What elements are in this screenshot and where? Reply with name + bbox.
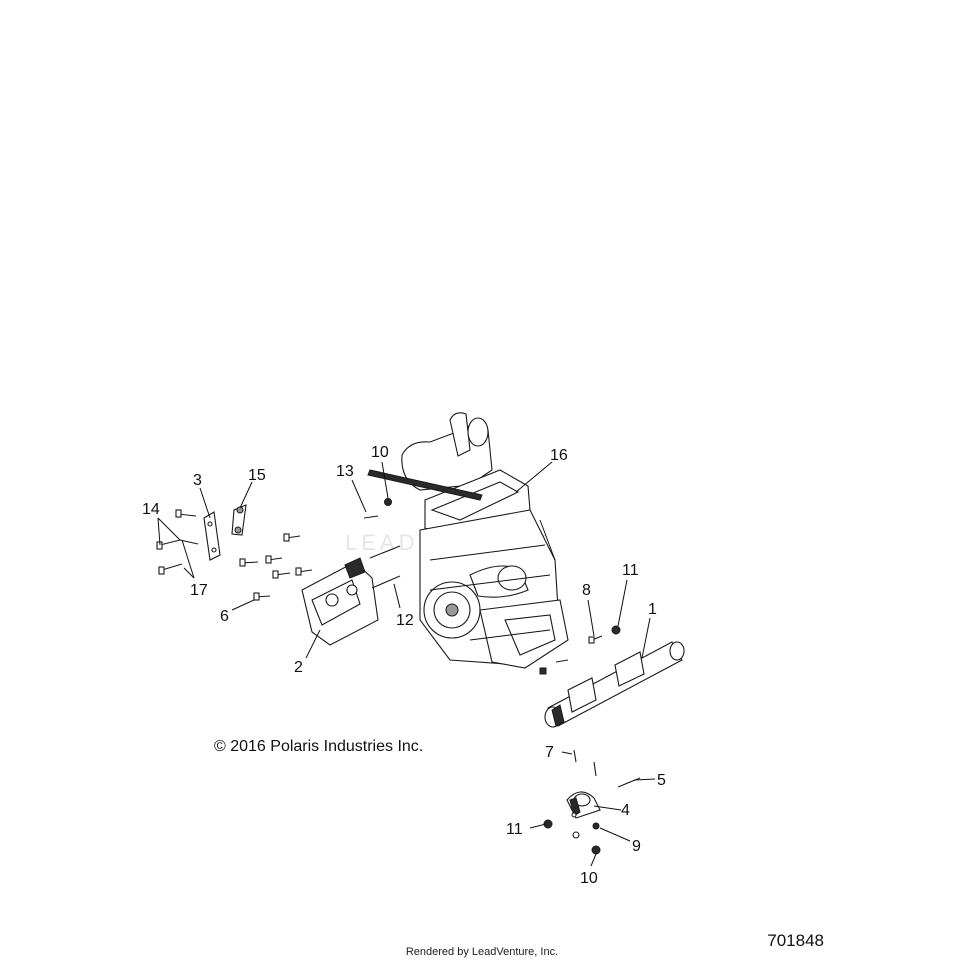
callout-2: 2 <box>294 659 303 676</box>
callout-labels: 1 2 3 4 5 6 7 8 9 10 10 11 11 12 13 14 1… <box>142 444 666 887</box>
callout-4: 4 <box>621 802 630 819</box>
callout-14: 14 <box>142 501 160 518</box>
callout-10-lower: 10 <box>580 870 598 887</box>
callout-13: 13 <box>336 463 354 480</box>
part-15-link <box>231 504 247 536</box>
callout-15: 15 <box>248 467 266 484</box>
callout-6: 6 <box>220 608 229 625</box>
callout-16: 16 <box>550 447 568 464</box>
callout-11-upper: 11 <box>622 562 639 579</box>
part-3-plate <box>203 511 221 561</box>
callout-10-upper: 10 <box>371 444 389 461</box>
callout-5: 5 <box>657 772 666 789</box>
engine-assembly <box>367 412 569 669</box>
callout-1: 1 <box>648 601 657 618</box>
part-4-mount <box>566 791 601 819</box>
callout-12: 12 <box>396 612 414 629</box>
callout-7: 7 <box>545 744 554 761</box>
part-1-shaft <box>544 641 685 728</box>
callout-17: 17 <box>190 582 208 599</box>
part-2-bracket <box>301 557 379 646</box>
render-credit: Rendered by LeadVenture, Inc. <box>405 946 559 958</box>
copyright-notice: © 2016 Polaris Industries Inc. <box>214 738 424 755</box>
bolts <box>156 498 641 855</box>
callout-8: 8 <box>582 582 591 599</box>
callout-9: 9 <box>632 838 641 855</box>
leader-lines <box>157 461 656 867</box>
figure-number: 701848 <box>767 931 824 950</box>
callout-11-lower: 11 <box>506 821 523 838</box>
callout-3: 3 <box>193 472 202 489</box>
